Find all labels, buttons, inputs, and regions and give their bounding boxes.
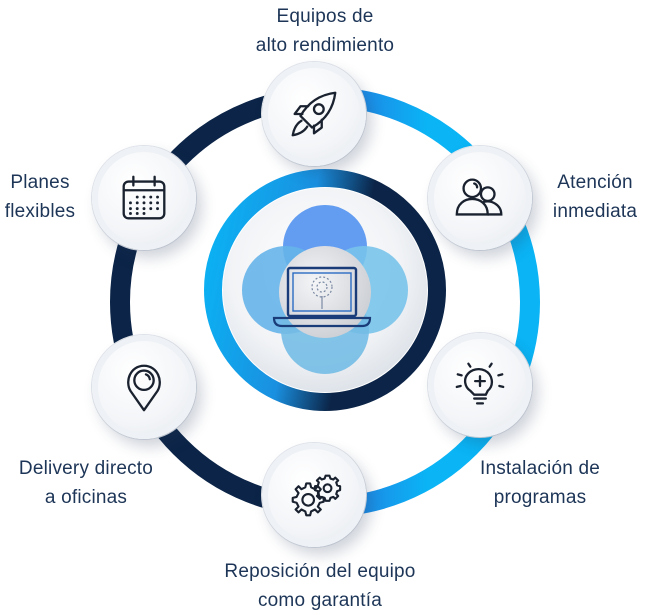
label-lower-right: Instalación de programas bbox=[460, 454, 620, 512]
label-line: como garantía bbox=[257, 590, 383, 611]
label-line: Planes bbox=[10, 172, 70, 193]
node-bottom bbox=[262, 443, 366, 547]
label-line: Reposición del equipo bbox=[224, 561, 416, 582]
laptop-with-tree-icon bbox=[272, 266, 372, 328]
inner-ring bbox=[204, 169, 446, 411]
label-line: Delivery directo bbox=[18, 458, 154, 479]
node-lower-right bbox=[428, 333, 532, 437]
label-line: a oficinas bbox=[44, 487, 128, 508]
node-lower-left bbox=[92, 335, 196, 439]
node-upper-left bbox=[92, 146, 196, 250]
label-line: Equipos de bbox=[276, 6, 374, 27]
label-top: Equipos de alto rendimiento bbox=[205, 2, 445, 60]
location-pin-icon bbox=[127, 364, 161, 412]
label-line: Instalación de bbox=[479, 458, 601, 479]
label-upper-right: Atención inmediata bbox=[545, 168, 645, 226]
label-line: programas bbox=[493, 487, 587, 508]
node-upper-right bbox=[428, 146, 532, 250]
label-lower-left: Delivery directo a oficinas bbox=[0, 454, 172, 512]
label-upper-left: Planes flexibles bbox=[0, 168, 80, 226]
rocket-icon bbox=[291, 91, 337, 137]
label-bottom: Reposición del equipo como garantía bbox=[180, 557, 460, 615]
users-icon bbox=[455, 178, 503, 216]
gears-icon bbox=[291, 474, 342, 517]
label-line: flexibles bbox=[4, 201, 76, 222]
label-line: Atención bbox=[557, 172, 633, 193]
label-line: inmediata bbox=[552, 201, 638, 222]
label-line: alto rendimiento bbox=[255, 35, 395, 56]
node-top bbox=[262, 62, 366, 166]
lightbulb-plus-icon bbox=[455, 362, 505, 405]
calendar-icon bbox=[122, 175, 166, 220]
